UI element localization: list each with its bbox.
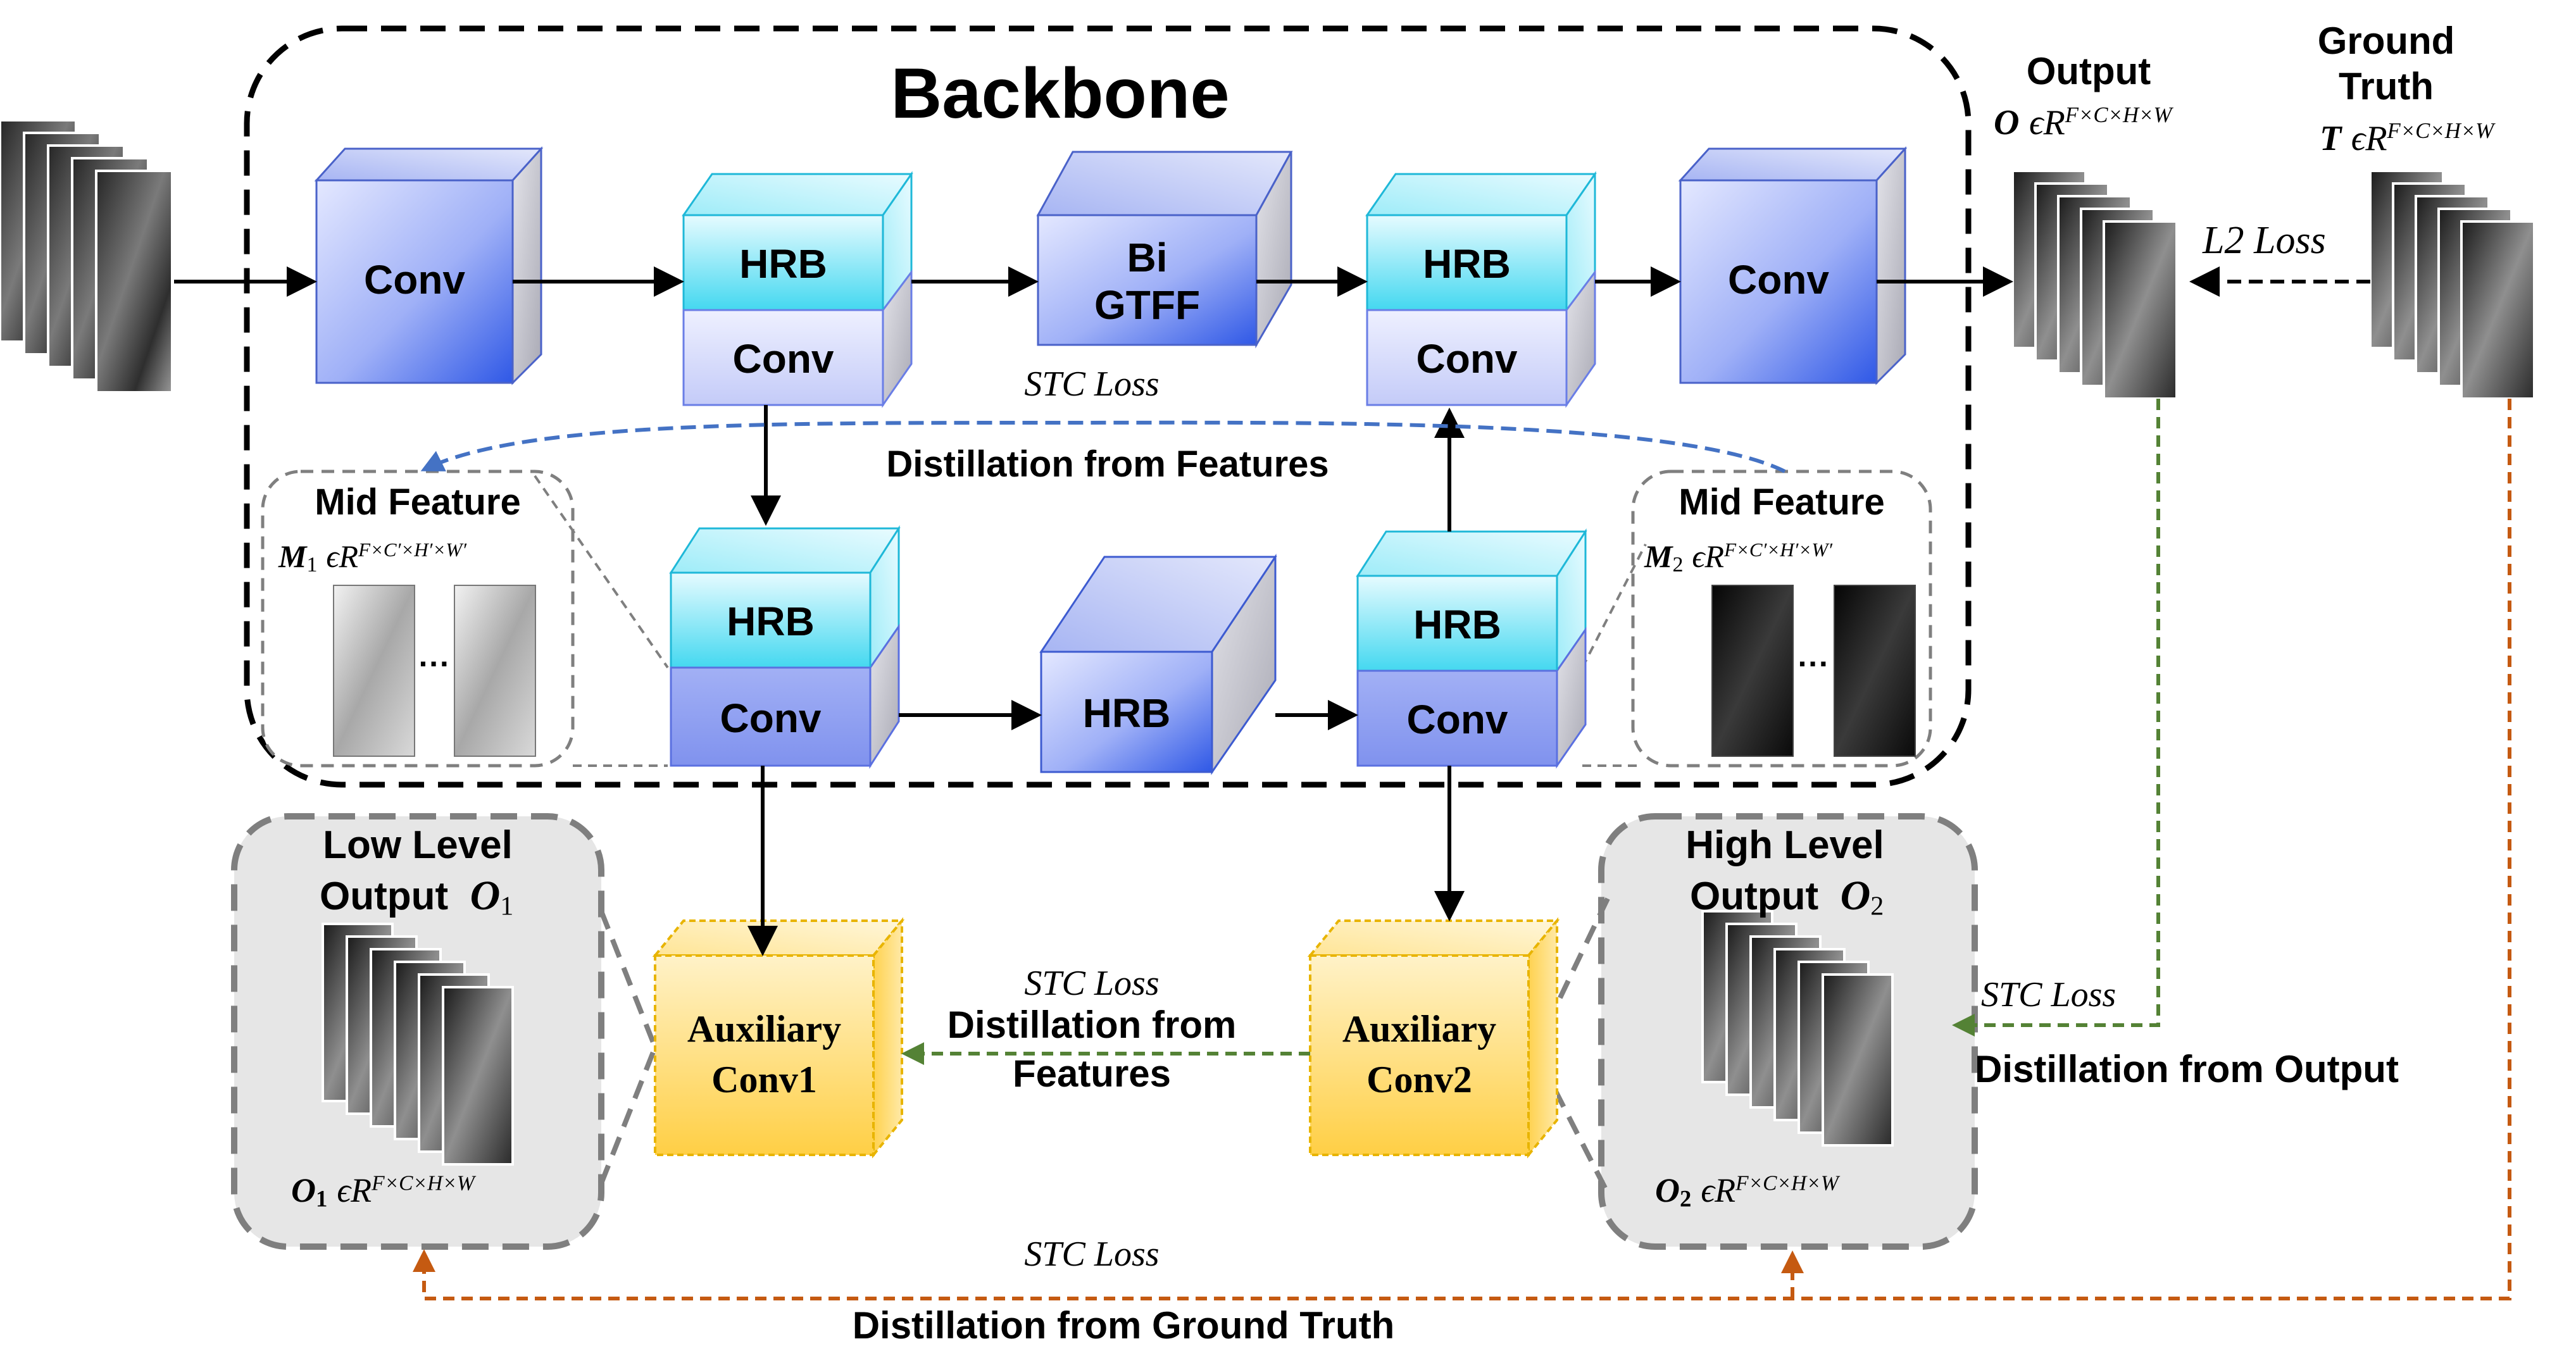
mid-feature-2-ellipsis: ··· (1798, 646, 1830, 682)
l2-loss-label: L2 Loss (2203, 219, 2326, 262)
hrb-mid-label: HRB (1082, 690, 1171, 736)
mid-feature-panel-1 (261, 470, 575, 768)
distill-aux-label-2: Features (1012, 1052, 1172, 1095)
hrb-block-2-conv-label: Conv (1416, 336, 1518, 382)
bigtff-block (1036, 151, 1293, 349)
output-label: Output (2026, 50, 2151, 92)
aux1-label-1: Auxiliary (687, 1008, 842, 1050)
mid-feature-1-label: Mid Feature (315, 482, 521, 523)
conv-block-2-label: Conv (1728, 257, 1829, 302)
mid-feature-panel-2 (1631, 470, 1932, 768)
bigtff-label-2: GTFF (1094, 282, 1201, 328)
distill-aux-label-1: Distillation from (947, 1004, 1237, 1046)
low-output-formula: O1 ϵRF×C×H×W (291, 1171, 475, 1212)
stc-loss-aux: STC Loss (1024, 964, 1160, 1003)
mid-feature-2-label: Mid Feature (1679, 482, 1885, 523)
hrb-block-2-label: HRB (1423, 241, 1511, 287)
high-output-formula: O2 ϵRF×C×H×W (1655, 1171, 1839, 1212)
stc-loss-bottom: STC Loss (1024, 1235, 1160, 1274)
high-level-output-frames (1701, 910, 1894, 1147)
hrb-block-1 (682, 171, 913, 408)
hrb-block-3-conv-label: Conv (720, 695, 822, 741)
low-output-label-1: Low Level (323, 823, 513, 867)
bigtff-label-1: Bi (1127, 235, 1168, 280)
aux2-label-2: Conv2 (1366, 1059, 1472, 1100)
low-level-output-frames (322, 923, 514, 1166)
hrb-block-3-label: HRB (727, 599, 815, 644)
auxiliary-conv2-block (1307, 917, 1560, 1159)
flow-arrows (174, 266, 2013, 956)
distill-ground-truth-arrow (413, 399, 2511, 1300)
output-formula: O ϵRF×C×H×W (1994, 102, 2172, 142)
hrb-block-4-label: HRB (1413, 602, 1501, 647)
hrb-block-3 (669, 525, 901, 769)
distill-features-arc (420, 420, 1786, 473)
aux1-label-2: Conv1 (711, 1059, 817, 1100)
high-output-label-1: High Level (1685, 823, 1884, 867)
input-frames (0, 119, 173, 394)
hrb-block-1-conv-label: Conv (732, 336, 834, 382)
hrb-block-4 (1356, 528, 1587, 769)
ground-truth-frames (2369, 170, 2535, 400)
ground-truth-label-2: Truth (2339, 65, 2434, 108)
hrb-mid-block (1039, 554, 1277, 775)
hrb-block-4-conv-label: Conv (1406, 697, 1508, 742)
backbone-frame (244, 25, 1972, 788)
mid-feature-1-formula: M1 ϵRF×C′×H′×W′ (278, 538, 466, 576)
output-frames (2011, 170, 2178, 400)
distill-output-arrow (1952, 399, 2160, 1037)
conv-block-1 (314, 146, 544, 385)
mid-feature-2-formula: M2 ϵRF×C′×H′×W′ (1644, 538, 1832, 576)
ground-truth-label-1: Ground (2317, 20, 2455, 62)
auxiliary-conv1-block (652, 917, 905, 1159)
hrb-block-1-label: HRB (739, 241, 827, 287)
ground-truth-formula: T ϵRF×C×H×W (2320, 118, 2494, 158)
low-output-label-2: Output O1 (320, 873, 514, 921)
distill-output-label: Distillation from Output (1975, 1048, 2399, 1090)
conv-block-1-label: Conv (364, 257, 465, 302)
stc-loss-top: STC Loss (1024, 364, 1160, 404)
hrb-block-2 (1365, 171, 1597, 408)
high-output-label-2: Output O2 (1690, 873, 1884, 921)
aux2-label-1: Auxiliary (1342, 1008, 1497, 1050)
distill-features-label: Distillation from Features (886, 444, 1329, 485)
distill-ground-truth-label: Distillation from Ground Truth (852, 1304, 1395, 1347)
mid-feature-1-ellipsis: ··· (418, 646, 451, 682)
backbone-title: Backbone (891, 54, 1230, 133)
mid-feature-connectors (534, 475, 1647, 767)
stc-loss-output: STC Loss (1981, 975, 2116, 1014)
